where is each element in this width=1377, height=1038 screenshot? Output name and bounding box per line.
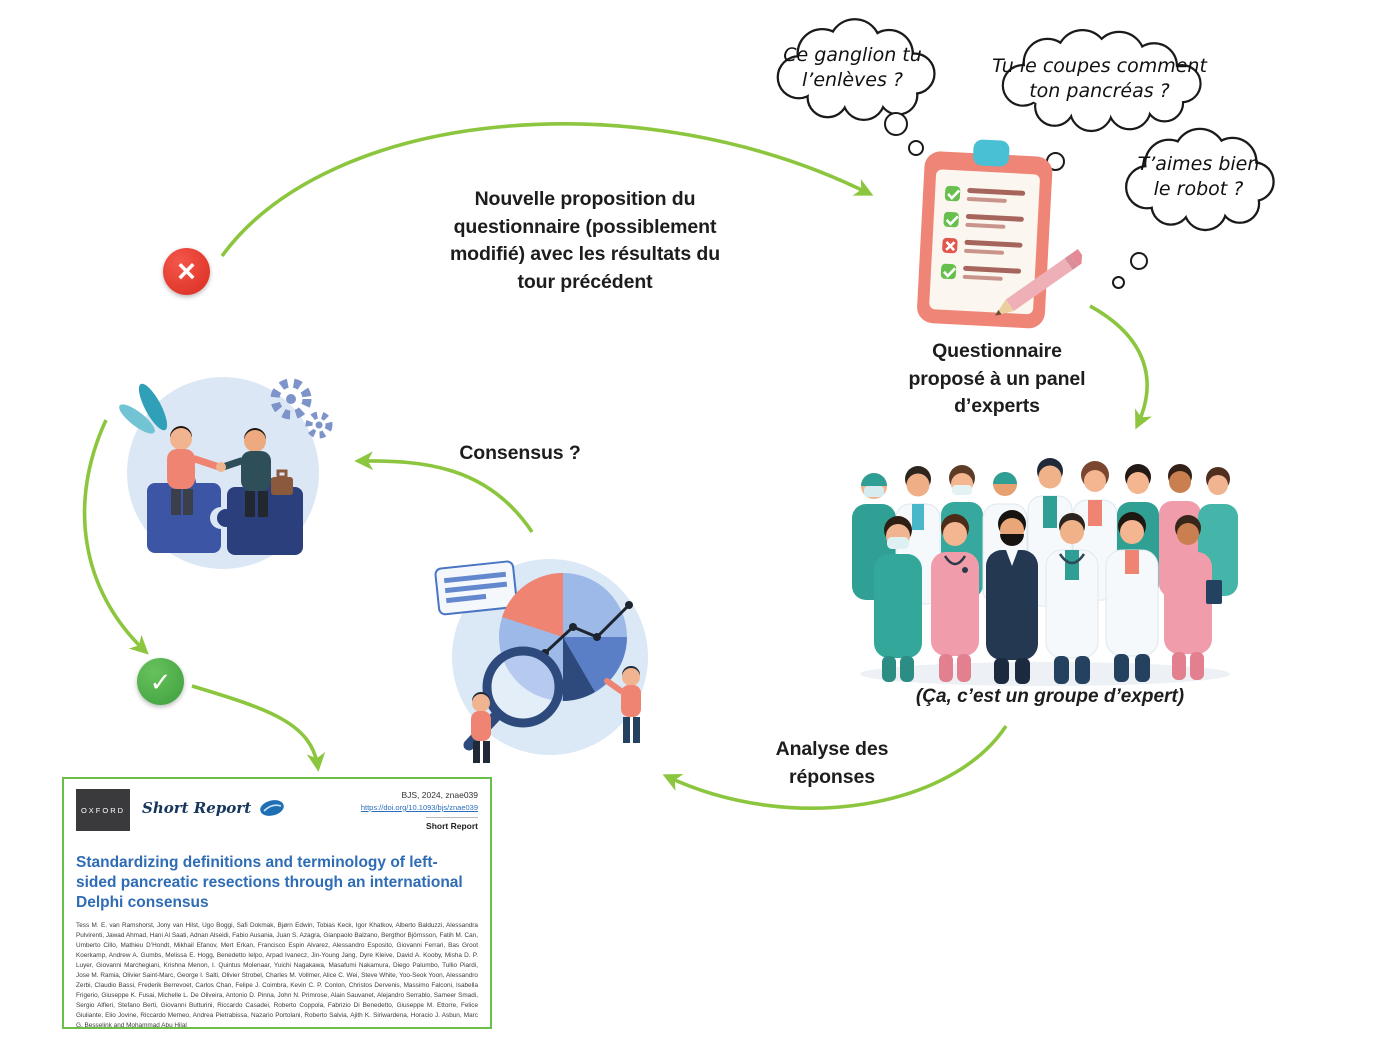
gears-icon	[270, 378, 333, 439]
check-glyph: ✓	[149, 666, 172, 697]
check-box-icon	[944, 185, 961, 202]
analysis-illustration	[425, 535, 670, 775]
doi-link[interactable]: https://doi.org/10.1093/bjs/znae039	[360, 802, 478, 812]
bubble-tail-dot	[1130, 252, 1148, 270]
oxford-logo: OXFORD	[76, 789, 130, 831]
paper-category: Short Report	[426, 817, 478, 833]
stethoscope-icon	[943, 555, 967, 566]
paper-meta: BJS, 2024, znae039 https://doi.org/10.10…	[361, 789, 478, 837]
report-card-icon	[434, 560, 518, 616]
paper-title: Standardizing definitions and terminolog…	[76, 854, 463, 911]
clipboard-clip-icon	[973, 139, 1010, 167]
stethoscope-icon	[1058, 553, 1086, 565]
expert-figure	[874, 516, 922, 682]
arrow-analysis-to-consensus	[354, 451, 534, 533]
x-glyph: ×	[177, 252, 196, 289]
short-report-script-label: Short Report	[142, 799, 252, 817]
no-consensus-x-icon: ×	[163, 248, 210, 295]
experts-caption: (Ça, c’est un groupe d’expert)	[915, 686, 1185, 707]
thought-bubble-3: T’aimes bien le robot ?	[1096, 120, 1301, 238]
arrow-experts-to-analysis	[662, 725, 1008, 810]
folder-icon	[1206, 580, 1222, 604]
cloud-shape-icon	[1001, 29, 1202, 133]
expert-figure	[931, 514, 979, 682]
paper-header: OXFORD Short Report BJS, 2024, znae039 h…	[76, 789, 478, 837]
cloud-shape-icon	[1124, 127, 1275, 232]
analyse-reponses-label: Analyse des réponses	[775, 738, 889, 788]
check-box-icon	[943, 211, 959, 228]
experts-group-illustration	[840, 430, 1250, 688]
consensus-check-icon: ✓	[137, 658, 184, 705]
magnifier-icon	[463, 646, 564, 751]
arrow-check-to-paper	[191, 684, 326, 772]
bubble-tail-dot	[884, 112, 908, 136]
analyst-figure	[471, 692, 491, 763]
leaves-icon	[119, 383, 168, 434]
thought-bubble-1-text: Ce ganglion tu l’enlèves ?	[783, 43, 922, 91]
new-proposal-label: Nouvelle proposition du questionnaire (p…	[449, 188, 721, 294]
consensus-label: Consensus ?	[459, 442, 581, 464]
paper-authors: Tess M. E. van Ramshorst, Jony van Hilst…	[76, 922, 478, 1029]
bubble-tail-dot	[1112, 276, 1125, 289]
bubble-tail-dot	[908, 140, 924, 156]
handshake-hands-icon	[216, 462, 226, 472]
arrow-consensus-down	[82, 419, 149, 655]
expert-figure	[1045, 513, 1099, 684]
questionnaire-clipboard-illustration	[888, 123, 1089, 345]
expert-figure	[986, 510, 1038, 684]
briefcase-icon	[271, 477, 293, 495]
thought-bubble-2: Tu le coupes comment ton pancréas ?	[962, 26, 1237, 136]
expert-figure	[1105, 512, 1159, 682]
thought-bubble-2-text: Tu le coupes comment ton pancréas ?	[992, 54, 1207, 102]
pen-nib-icon	[260, 800, 284, 816]
thought-bubble-1: Ce ganglion tu l’enlèves ?	[745, 14, 960, 126]
cloud-shape-icon	[776, 18, 936, 122]
questionnaire-panel-label: Questionnaire proposé à un panel d’exper…	[908, 340, 1086, 418]
expert-figure	[1164, 515, 1222, 680]
check-box-icon	[940, 263, 957, 280]
consensus-handshake-illustration	[95, 355, 355, 587]
thought-bubble-3-text: T’aimes bien le robot ?	[1137, 152, 1260, 200]
analyst-figure	[604, 666, 641, 743]
handshake-figure-left	[167, 426, 223, 515]
arrow-new-round	[220, 122, 874, 258]
arrow-questionnaire-to-experts	[1089, 304, 1152, 430]
journal-line: BJS, 2024, znae039	[401, 790, 478, 800]
published-paper-card: OXFORD Short Report BJS, 2024, znae039 h…	[62, 777, 492, 1029]
handshake-figure-right	[216, 428, 293, 517]
